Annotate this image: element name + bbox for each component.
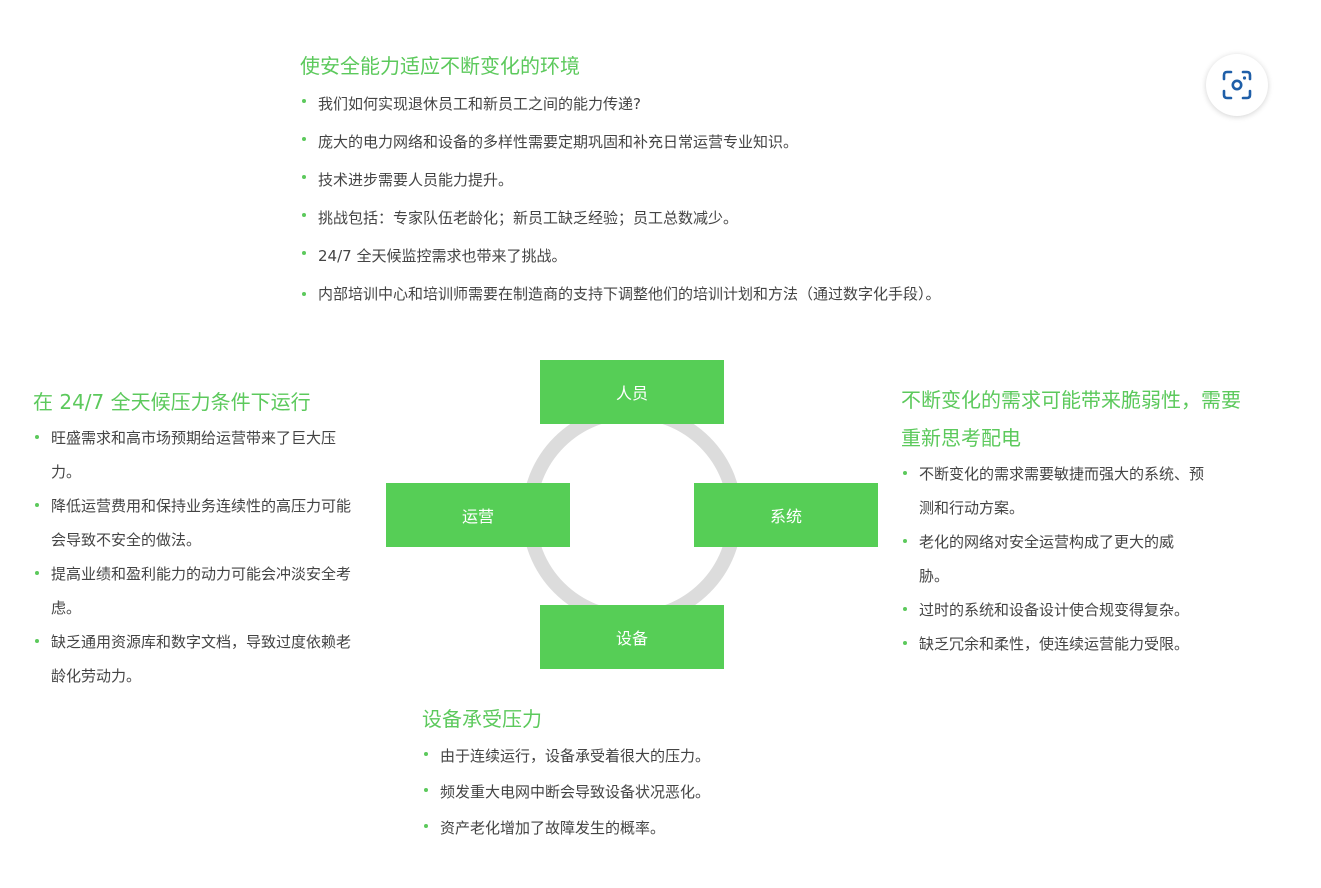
list-item: 挑战包括：专家队伍老龄化；新员工缺乏经验；员工总数减少。 (300, 199, 1000, 237)
list-item: 旺盛需求和高市场预期给运营带来了巨大压力。 (33, 421, 351, 489)
list-item: 不断变化的需求需要敏捷而强大的系统、预测和行动方案。 (901, 457, 1209, 525)
list-item: 由于连续运行，设备承受着很大的压力。 (422, 738, 782, 774)
section-operation: 在 24/7 全天候压力条件下运行 旺盛需求和高市场预期给运营带来了巨大压力。 … (33, 383, 373, 693)
node-operations: 运营 (386, 483, 570, 547)
node-equipment: 设备 (540, 605, 724, 669)
section-equipment: 设备承受压力 由于连续运行，设备承受着很大的压力。 频发重大电网中断会导致设备状… (422, 700, 782, 846)
visual-search-button[interactable] (1206, 54, 1268, 116)
node-systems: 系统 (694, 483, 878, 547)
list-item: 过时的系统和设备设计使合规变得复杂。 (901, 593, 1249, 627)
list-item: 内部培训中心和培训师需要在制造商的支持下调整他们的培训计划和方法（通过数字化手段… (300, 275, 978, 307)
list-item: 资产老化增加了故障发生的概率。 (422, 810, 782, 846)
list-item: 24/7 全天候监控需求也带来了挑战。 (300, 237, 1000, 275)
section-competence: 使安全能力适应不断变化的环境 我们如何实现退休员工和新员工之间的能力传递? 庞大… (300, 47, 1000, 307)
list-item: 缺乏冗余和柔性，使连续运营能力受限。 (901, 627, 1249, 661)
list-item: 技术进步需要人员能力提升。 (300, 161, 1000, 199)
bullet-list: 不断变化的需求需要敏捷而强大的系统、预测和行动方案。 老化的网络对安全运营构成了… (901, 457, 1246, 661)
list-item: 提高业绩和盈利能力的动力可能会冲淡安全考虑。 (33, 557, 371, 625)
section-systems: 不断变化的需求可能带来脆弱性，需要重新思考配电 不断变化的需求需要敏捷而强大的系… (901, 381, 1246, 661)
list-item: 我们如何实现退休员工和新员工之间的能力传递? (300, 85, 1000, 123)
bullet-list: 我们如何实现退休员工和新员工之间的能力传递? 庞大的电力网络和设备的多样性需要定… (300, 85, 1000, 307)
list-item: 老化的网络对安全运营构成了更大的威胁。 (901, 525, 1189, 593)
bullet-list: 旺盛需求和高市场预期给运营带来了巨大压力。 降低运营费用和保持业务连续性的高压力… (33, 421, 373, 693)
scan-icon (1222, 70, 1252, 100)
section-title: 不断变化的需求可能带来脆弱性，需要重新思考配电 (901, 388, 1241, 450)
node-people: 人员 (540, 360, 724, 424)
list-item: 频发重大电网中断会导致设备状况恶化。 (422, 774, 782, 810)
list-item: 庞大的电力网络和设备的多样性需要定期巩固和补充日常运营专业知识。 (300, 123, 1000, 161)
section-title: 在 24/7 全天候压力条件下运行 (33, 390, 311, 414)
section-title: 使安全能力适应不断变化的环境 (300, 54, 580, 78)
list-item: 缺乏通用资源库和数字文档，导致过度依赖老龄化劳动力。 (33, 625, 361, 693)
list-item: 降低运营费用和保持业务连续性的高压力可能会导致不安全的做法。 (33, 489, 351, 557)
bullet-list: 由于连续运行，设备承受着很大的压力。 频发重大电网中断会导致设备状况恶化。 资产… (422, 738, 782, 846)
section-title: 设备承受压力 (422, 707, 542, 731)
